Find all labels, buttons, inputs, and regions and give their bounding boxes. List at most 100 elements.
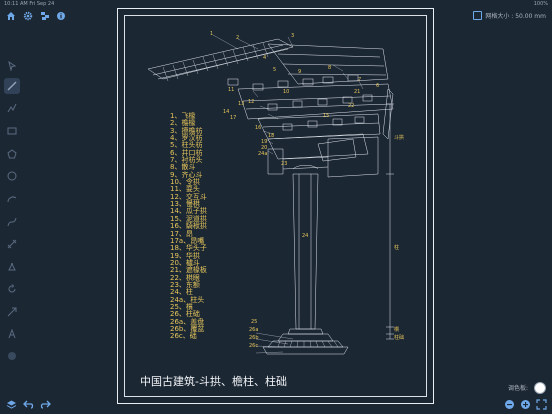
legend-item: 11、耍头 <box>170 185 200 194</box>
legend-item: 22、栱眼 <box>170 273 200 282</box>
callout-24: 24 <box>302 233 308 239</box>
bracket-column-drawing: 1 2 3 4 5 6 7 8 9 10 11 12 13 14 15 16 1… <box>147 31 404 355</box>
layers-stack-icon[interactable] <box>6 399 17 410</box>
polyline-icon[interactable] <box>6 102 18 114</box>
callout-25: 25 <box>251 319 257 325</box>
dim-label-column: 柱 <box>394 244 399 251</box>
callout-6: 6 <box>376 83 379 89</box>
arc-icon[interactable] <box>6 193 18 205</box>
callout-11: 11 <box>228 87 234 93</box>
callout-13: 13 <box>238 101 244 107</box>
legend-item: 1、飞椽 <box>170 112 196 120</box>
line-icon[interactable] <box>4 78 20 94</box>
callout-5: 5 <box>273 67 276 73</box>
dimension-icon[interactable] <box>6 238 18 250</box>
callout-21: 21 <box>354 89 360 95</box>
callout-7: 7 <box>358 77 361 83</box>
drawing-border <box>124 15 427 397</box>
callout-15: 15 <box>323 113 329 119</box>
legend-item: 17a、昂嘴 <box>170 236 205 245</box>
home-icon[interactable] <box>6 11 16 21</box>
gear-icon[interactable] <box>23 11 33 21</box>
callout-26c: 26c <box>249 343 258 349</box>
layers-icon[interactable] <box>40 11 50 21</box>
info-icon[interactable] <box>56 11 66 21</box>
drawing-canvas[interactable]: 1 2 3 4 5 6 7 8 9 10 11 12 13 14 15 16 1… <box>117 8 434 404</box>
palette-label: 调色板: <box>507 385 528 392</box>
redo-icon[interactable] <box>40 399 51 410</box>
rotate-icon[interactable] <box>6 283 18 295</box>
palette-color-swatch[interactable] <box>534 382 546 394</box>
select-icon[interactable] <box>6 60 18 72</box>
callout-26b: 26b <box>249 335 259 341</box>
callout-4: 4 <box>263 55 266 61</box>
callout-16: 16 <box>255 125 261 131</box>
zoom-in-icon[interactable] <box>520 399 531 410</box>
legend-item: 26、柱础 <box>170 310 200 319</box>
callout-19: 19 <box>261 139 267 145</box>
callout-2: 2 <box>236 35 239 41</box>
callout-22: 22 <box>348 103 354 109</box>
callout-14: 14 <box>223 109 229 115</box>
legend-item: 23、东额 <box>170 280 200 289</box>
zoom-out-icon[interactable] <box>504 399 515 410</box>
legend-item: 5、柱头枋 <box>170 141 203 150</box>
legend-item: 18、华头子 <box>170 244 207 253</box>
fit-screen-icon[interactable] <box>536 399 547 410</box>
callout-1: 1 <box>210 31 213 37</box>
rectangle-icon[interactable] <box>6 125 18 137</box>
callout-18: 18 <box>268 133 274 139</box>
legend-item: 21、遮椽板 <box>170 266 207 275</box>
callout-8: 8 <box>328 65 331 71</box>
drawing-caption: 中国古建筑-斗拱、檐柱、柱础 <box>140 375 287 388</box>
legend-item: 24a、柱头 <box>170 295 205 304</box>
callout-24a: 24a <box>258 151 267 157</box>
grid-icon <box>473 11 483 20</box>
fill-icon[interactable] <box>6 350 18 362</box>
transform-icon[interactable] <box>6 306 18 318</box>
dim-label-bracket: 斗拱 <box>394 134 404 141</box>
callout-10: 10 <box>283 89 289 95</box>
undo-icon[interactable] <box>23 399 34 410</box>
legend-item: 15、泥道拱 <box>170 214 207 223</box>
callout-17: 17 <box>230 115 236 121</box>
text-icon[interactable] <box>6 328 18 340</box>
callout-20: 20 <box>261 145 267 151</box>
legend-item: 13、慢栱 <box>170 200 200 209</box>
callout-12: 12 <box>248 99 254 105</box>
circle-icon[interactable] <box>6 170 18 182</box>
curve-icon[interactable] <box>6 216 18 228</box>
legend-item: 25、櫍 <box>170 302 193 311</box>
legend-item: 10、令拱 <box>170 178 200 187</box>
legend-item: 8、散斗 <box>170 163 196 172</box>
callout-9: 9 <box>298 69 301 75</box>
top-toolbar: 网格大小 : 50.00 mm <box>0 8 552 24</box>
legend-item: 17、昂 <box>170 229 193 238</box>
callout-26a: 26a <box>249 327 258 333</box>
callout-3: 3 <box>291 33 294 39</box>
bottom-toolbar <box>0 396 552 414</box>
legend-item: 26b、覆盆 <box>170 324 205 333</box>
status-bar: 10:11 AM Fri Sep 24 100% <box>0 0 552 9</box>
legend-item: 20、櫨斗 <box>170 258 200 267</box>
legend-item: 3、撩檐枋 <box>170 126 203 135</box>
legend-item: 24、柱 <box>170 288 193 297</box>
grid-size-readout[interactable]: 网格大小 : 50.00 mm <box>473 11 546 20</box>
grid-size-label: 网格大小 : 50.00 mm <box>485 13 546 20</box>
status-battery: 100% <box>533 1 548 7</box>
legend-item: 12、交互斗 <box>170 192 207 201</box>
legend-item: 26c、础 <box>170 332 197 341</box>
legend-item: 2、檐椽 <box>170 119 196 128</box>
polygon-icon[interactable] <box>6 148 18 160</box>
status-time: 10:11 AM Fri Sep 24 <box>4 1 55 7</box>
legend-item: 6、井口枋 <box>170 148 203 157</box>
legend-item: 26a、盖盘 <box>170 317 205 326</box>
callout-23: 23 <box>281 161 287 167</box>
legend-item: 19、华拱 <box>170 251 200 260</box>
legend-item: 9、齐心斗 <box>170 170 203 179</box>
dim-label-base: 柱础 <box>394 334 404 341</box>
legend-item: 14、瓜子拱 <box>170 207 207 216</box>
node-icon[interactable] <box>6 261 18 273</box>
dim-label-zhi: 櫍 <box>394 326 399 333</box>
